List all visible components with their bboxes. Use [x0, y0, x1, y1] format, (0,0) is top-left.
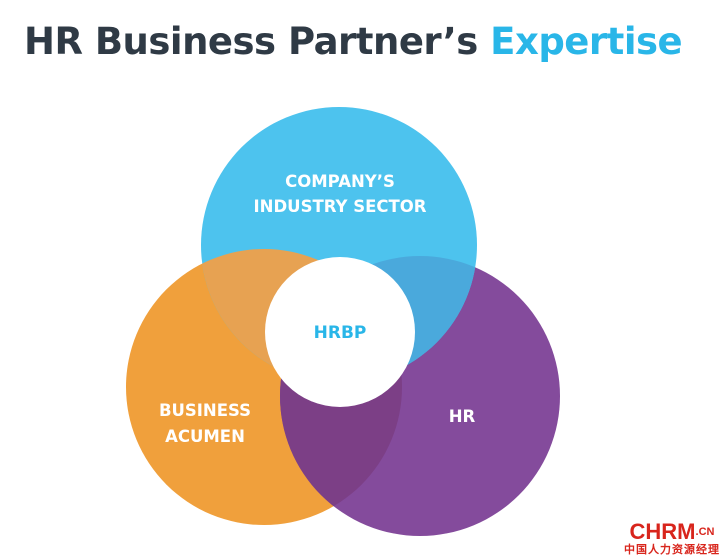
label-acumen-line2: ACUMEN: [165, 427, 245, 446]
label-sector-line2: INDUSTRY SECTOR: [254, 197, 427, 216]
circle-hrbp: [265, 257, 415, 407]
watermark-subtitle: 中国人力资源经理: [624, 543, 720, 556]
label-hr: HR: [449, 407, 476, 426]
label-sector-line1: COMPANY’S: [285, 172, 395, 191]
label-hrbp: HRBP: [314, 323, 367, 343]
page-title: HR Business Partner’s Expertise: [24, 20, 683, 63]
title-main: HR Business Partner’s: [24, 20, 491, 63]
label-acumen-line1: BUSINESS: [159, 401, 251, 420]
watermark-logo: CHRM.CN 中国人力资源经理: [624, 519, 720, 557]
title-accent: Expertise: [490, 20, 683, 63]
watermark-suffix: .CN: [695, 526, 715, 538]
watermark-brand: CHRM.CN: [629, 519, 715, 544]
